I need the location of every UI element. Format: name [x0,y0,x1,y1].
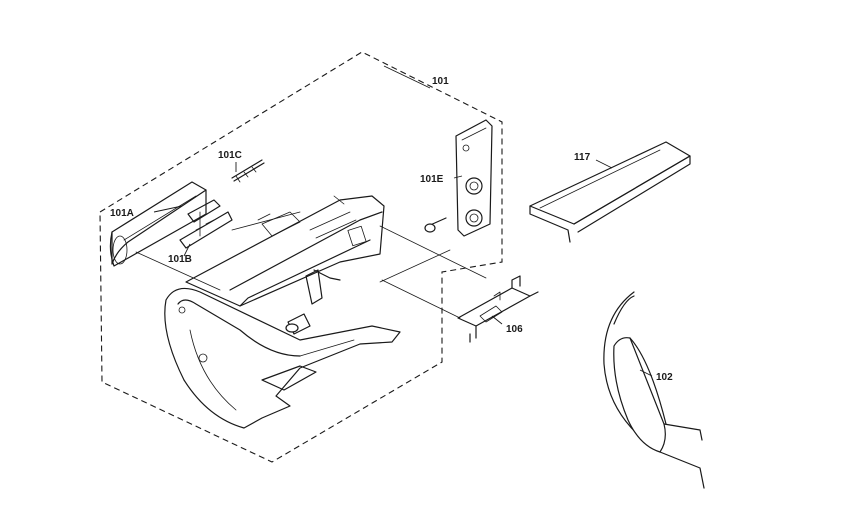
explosion-lines [135,195,487,319]
part-102 [603,291,705,489]
part-101-housing [164,195,401,429]
leader-lines [153,65,653,377]
callout-101b: 101B [168,254,192,265]
callout-101c: 101C [218,150,242,161]
callout-101a: 101A [110,208,134,219]
part-101b [179,199,233,249]
callout-102: 102 [656,372,673,383]
part-117 [529,141,691,243]
part-101c [231,159,265,183]
callout-101e: 101E [420,174,444,185]
part-101e [424,119,493,237]
callout-101: 101 [432,76,449,87]
part-101a [109,181,207,267]
callout-106: 106 [506,324,523,335]
callout-117: 117 [574,152,591,163]
assembly-101-boundary [99,51,503,463]
part-106 [457,275,539,343]
